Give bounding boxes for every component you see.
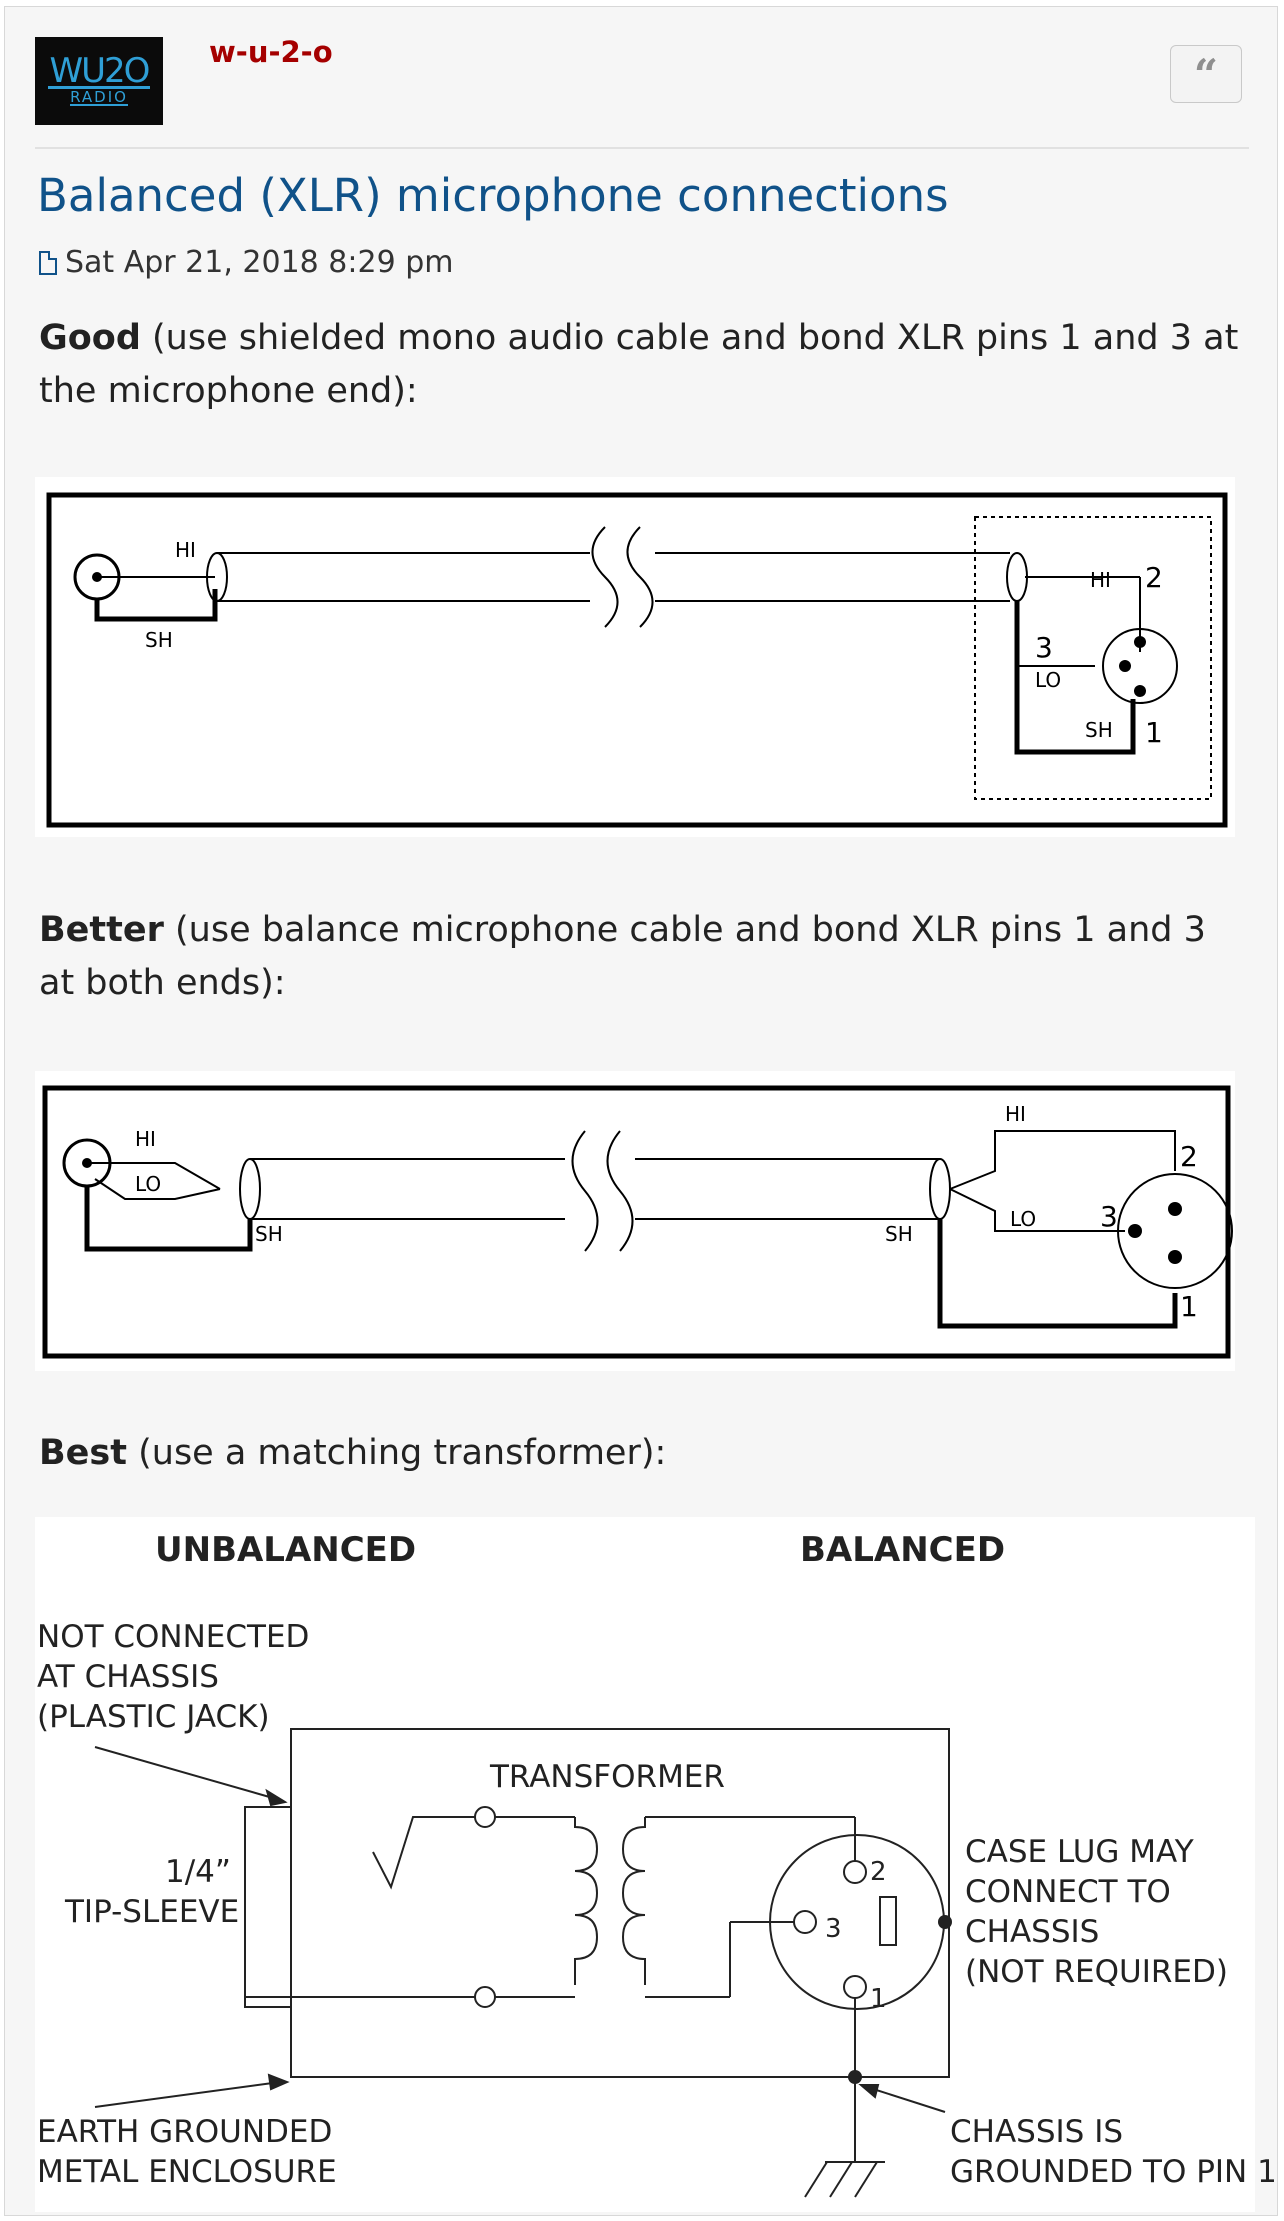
diagram-good-pin3: 3 bbox=[1035, 631, 1053, 664]
diagram-best-tip-1: 1/4” bbox=[165, 1854, 231, 1890]
post-container: WU2O RADIO w-u-2-o “ Balanced (XLR) micr… bbox=[4, 6, 1278, 2216]
diagram-better-lo: LO bbox=[135, 1172, 161, 1196]
section-good-label: Good bbox=[39, 318, 141, 358]
diagram-best-chassis-2: GROUNDED TO PIN 1 bbox=[950, 2154, 1277, 2190]
diagram-best-unbalanced: UNBALANCED bbox=[155, 1530, 416, 1570]
avatar-logo-subtext: RADIO bbox=[70, 88, 128, 106]
diagram-best-tip-2: TIP-SLEEVE bbox=[64, 1894, 239, 1930]
diagram-better-hi: HI bbox=[135, 1127, 156, 1151]
section-good: Good (use shielded mono audio cable and … bbox=[39, 312, 1239, 418]
diagram-best-balanced: BALANCED bbox=[800, 1530, 1005, 1570]
post-meta: Sat Apr 21, 2018 8:29 pm bbox=[39, 245, 453, 280]
quote-button[interactable]: “ bbox=[1170, 45, 1242, 103]
diagram-better-pin2: 2 bbox=[1180, 1140, 1198, 1173]
diagram-better-lo-right: LO bbox=[1010, 1207, 1036, 1231]
diagram-best-chassis-1: CHASSIS IS bbox=[950, 2114, 1123, 2150]
quote-icon: “ bbox=[1193, 49, 1219, 99]
diagram-best-svg: UNBALANCED BALANCED NOT CONNECTED AT CHA… bbox=[37, 1530, 1277, 2198]
diagram-better: HI LO SH SH HI LO 3 2 1 bbox=[35, 1071, 1235, 1371]
diagram-best-not-connected-1: NOT CONNECTED bbox=[37, 1619, 309, 1655]
header-divider bbox=[35, 147, 1249, 149]
diagram-best: UNBALANCED BALANCED NOT CONNECTED AT CHA… bbox=[35, 1517, 1277, 2212]
avatar[interactable]: WU2O RADIO bbox=[35, 37, 163, 125]
post-title[interactable]: Balanced (XLR) microphone connections bbox=[37, 169, 949, 222]
diagram-good-hi: HI bbox=[175, 538, 196, 562]
diagram-better-pin3: 3 bbox=[1100, 1200, 1118, 1233]
diagram-best-earth-1: EARTH GROUNDED bbox=[37, 2114, 332, 2150]
diagram-best-not-connected-3: (PLASTIC JACK) bbox=[37, 1699, 270, 1735]
section-best-label: Best bbox=[39, 1433, 127, 1473]
diagram-best-not-connected-2: AT CHASSIS bbox=[37, 1659, 219, 1695]
section-better: Better (use balance microphone cable and… bbox=[39, 904, 1239, 1010]
diagram-good: HI SH HI 2 3 LO SH 1 bbox=[35, 477, 1235, 837]
diagram-best-case-2: CONNECT TO bbox=[965, 1874, 1171, 1910]
diagram-better-pin1: 1 bbox=[1180, 1290, 1198, 1323]
diagram-best-pin1: 1 bbox=[870, 1984, 887, 2014]
diagram-best-pin3: 3 bbox=[825, 1914, 842, 1944]
diagram-good-lo: LO bbox=[1035, 668, 1061, 692]
diagram-best-pin2: 2 bbox=[870, 1857, 887, 1887]
diagram-good-hi-right: HI bbox=[1090, 568, 1111, 592]
section-better-label: Better bbox=[39, 910, 164, 950]
section-best-text: (use a matching transformer): bbox=[126, 1433, 667, 1473]
diagram-better-sh-left: SH bbox=[255, 1222, 283, 1246]
diagram-good-sh-right: SH bbox=[1085, 718, 1113, 742]
diagram-good-pin2: 2 bbox=[1145, 561, 1163, 594]
diagram-best-case-3: CHASSIS bbox=[965, 1914, 1099, 1950]
diagram-best-case-4: (NOT REQUIRED) bbox=[965, 1954, 1228, 1990]
diagram-best-case-1: CASE LUG MAY bbox=[965, 1834, 1194, 1870]
section-best: Best (use a matching transformer): bbox=[39, 1427, 1239, 1480]
section-good-text: (use shielded mono audio cable and bond … bbox=[39, 318, 1239, 411]
section-better-text: (use balance microphone cable and bond X… bbox=[39, 910, 1206, 1003]
author-username[interactable]: w-u-2-o bbox=[209, 35, 333, 69]
diagram-good-svg: HI SH HI 2 3 LO SH 1 bbox=[46, 492, 1228, 828]
diagram-best-transformer: TRANSFORMER bbox=[489, 1759, 725, 1795]
avatar-logo-text: WU2O bbox=[47, 51, 151, 91]
diagram-best-earth-2: METAL ENCLOSURE bbox=[37, 2154, 337, 2190]
post-timestamp: Sat Apr 21, 2018 8:29 pm bbox=[65, 245, 454, 280]
diagram-good-pin1: 1 bbox=[1145, 716, 1163, 749]
diagram-good-sh: SH bbox=[145, 628, 173, 652]
diagram-better-hi-right: HI bbox=[1005, 1102, 1026, 1126]
diagram-better-svg: HI LO SH SH HI LO 3 2 1 bbox=[42, 1085, 1233, 1359]
diagram-better-sh-right: SH bbox=[885, 1222, 913, 1246]
post-icon[interactable] bbox=[39, 250, 57, 275]
